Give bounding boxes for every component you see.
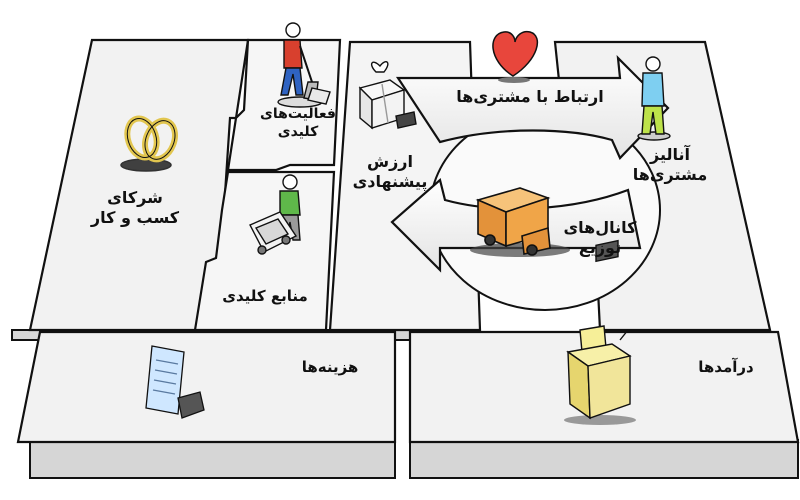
channels-label-line2: توزیع bbox=[578, 238, 622, 257]
relationships-label-line1: ارتباط با مشتری‌ها bbox=[456, 87, 604, 106]
segments-label-line1: آنالیز bbox=[650, 145, 690, 164]
revenue-label-line1: درآمدها bbox=[698, 358, 754, 376]
worker-machine-icon bbox=[249, 174, 301, 255]
worker-digging-icon bbox=[277, 22, 331, 108]
person-icon bbox=[637, 56, 671, 141]
bill-paper-icon bbox=[145, 345, 205, 419]
heart-icon bbox=[492, 30, 539, 83]
costs-label-line1: هزینه‌ها bbox=[301, 358, 359, 376]
relationships-arrow[interactable] bbox=[395, 55, 670, 160]
channels-label: کانال‌های توزیع bbox=[555, 218, 645, 258]
cash-register-icon bbox=[564, 239, 636, 425]
costs-label: هزینه‌ها bbox=[290, 358, 370, 377]
resources-label: منابع کلیدی bbox=[210, 287, 320, 306]
segments-label-line2: مشتری‌ها bbox=[632, 165, 708, 184]
rings-icon bbox=[120, 115, 178, 172]
activities-label-line2: کلیدی bbox=[277, 123, 319, 140]
partners-label-line1: شرکای bbox=[107, 188, 163, 207]
channels-label-line1: کانال‌های bbox=[563, 218, 637, 237]
revenue-label: درآمدها bbox=[686, 358, 766, 377]
partners-label-line2: کسب و کار bbox=[90, 208, 180, 227]
segments-label: آنالیز مشتری‌ها bbox=[625, 145, 715, 185]
partners-label: شرکای کسب و کار bbox=[80, 188, 190, 228]
costs-block bbox=[16, 330, 397, 444]
activities-label-line1: فعالیت‌های bbox=[260, 106, 336, 122]
activities-label: فعالیت‌های کلیدی bbox=[248, 106, 348, 141]
value-label-line2: پیشنهادی bbox=[352, 172, 428, 191]
relationships-label: ارتباط با مشتری‌ها bbox=[450, 87, 610, 107]
value-label: ارزش پیشنهادی bbox=[345, 152, 435, 192]
truck-icon bbox=[470, 187, 570, 257]
resources-label-line1: منابع کلیدی bbox=[222, 287, 308, 305]
gift-box-icon bbox=[358, 61, 417, 130]
value-label-line1: ارزش bbox=[367, 152, 413, 171]
